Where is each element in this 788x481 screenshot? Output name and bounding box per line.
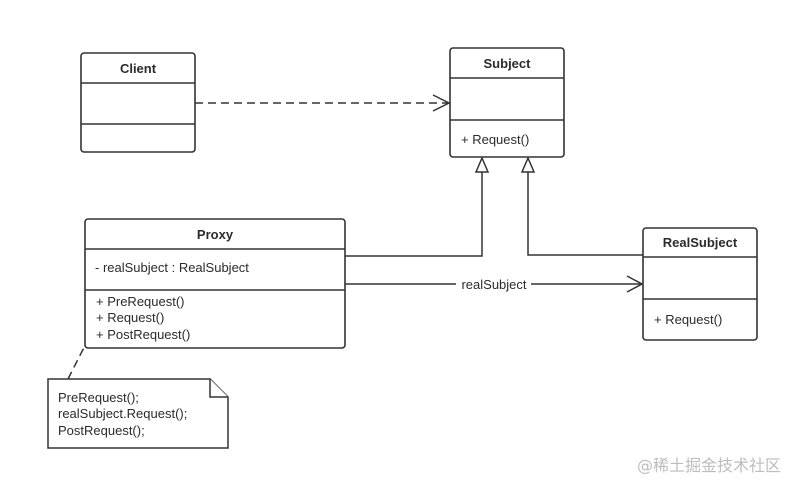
class-name: Client <box>120 61 157 76</box>
note-line: PostRequest(); <box>58 423 145 438</box>
note-line: realSubject.Request(); <box>58 406 187 421</box>
note-line: PreRequest(); <box>58 390 139 405</box>
watermark: @稀土掘金技术社区 <box>637 456 781 475</box>
note-folded-corner <box>209 379 228 398</box>
method: + Request() <box>96 310 164 325</box>
class-box <box>642 227 758 341</box>
association-label-background <box>456 276 531 292</box>
attribute: - realSubject : RealSubject <box>95 260 249 275</box>
hollow-triangle-arrowhead <box>474 156 490 173</box>
class-subject: Subject + Request() <box>449 47 565 158</box>
class-name: Proxy <box>197 227 234 242</box>
class-name: Subject <box>484 56 532 71</box>
hollow-triangle-arrowhead <box>520 156 536 173</box>
class-real-subject: RealSubject + Request() <box>642 227 758 341</box>
class-name: RealSubject <box>663 235 738 250</box>
method: + PostRequest() <box>96 327 190 342</box>
note: PreRequest(); realSubject.Request(); Pos… <box>47 378 229 449</box>
open-arrowhead <box>432 94 451 112</box>
association-label: realSubject <box>461 277 526 292</box>
open-arrowhead <box>626 275 644 293</box>
class-box <box>80 52 196 153</box>
method: + Request() <box>654 312 722 327</box>
note-shape <box>47 378 229 449</box>
proxy-subject-generalization <box>345 156 490 257</box>
class-box <box>84 218 346 349</box>
proxy-realsubject-association: realSubject <box>345 275 644 293</box>
class-box <box>449 47 565 158</box>
class-client: Client <box>80 52 196 153</box>
class-proxy: Proxy - realSubject : RealSubject + PreR… <box>84 218 346 349</box>
realsubject-subject-generalization <box>520 156 643 256</box>
method: + Request() <box>461 132 529 147</box>
generalization-line <box>527 172 643 256</box>
client-subject-dependency <box>195 94 451 112</box>
generalization-line <box>345 172 483 257</box>
method: + PreRequest() <box>96 294 185 309</box>
